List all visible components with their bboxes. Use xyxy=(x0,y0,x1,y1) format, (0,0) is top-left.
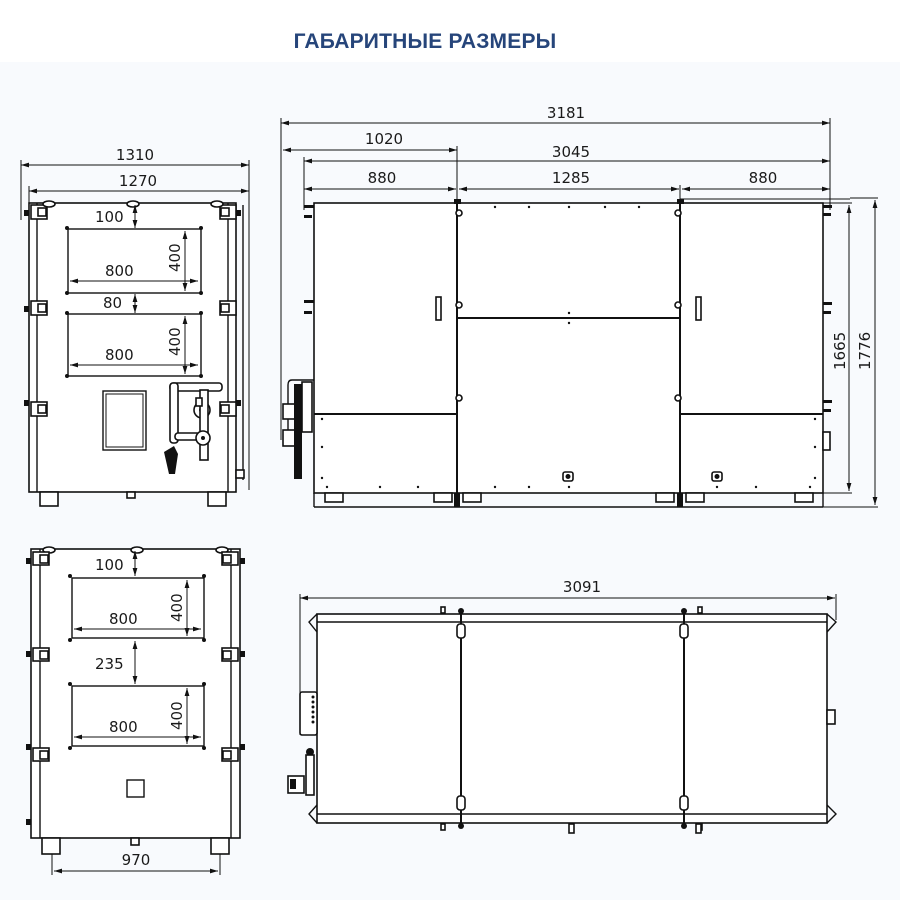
dim-rear-opening1-height: 400 xyxy=(168,593,186,622)
dim-side-section1: 880 xyxy=(368,169,397,187)
dim-front-overall-width: 1310 xyxy=(116,146,154,164)
dim-rear-feet-spacing: 970 xyxy=(122,851,151,869)
dim-side-left-to-joint: 1020 xyxy=(365,130,403,148)
dim-side-body-height: 1665 xyxy=(831,332,849,370)
hinge-icon xyxy=(24,204,241,417)
dim-side-overall-height: 1776 xyxy=(856,332,874,370)
dim-front-gap: 80 xyxy=(103,294,122,312)
dim-front-opening1-height: 400 xyxy=(166,243,184,272)
dim-rear-opening2-height: 400 xyxy=(168,701,186,730)
dim-front-body-width: 1270 xyxy=(119,172,157,190)
dim-rear-gap: 235 xyxy=(95,655,124,673)
port-square xyxy=(126,779,145,798)
dim-rear-top-offset: 100 xyxy=(95,556,124,574)
dim-side-overall-length: 3181 xyxy=(547,104,585,122)
hinge-icon xyxy=(456,608,689,829)
dim-top-overall-length: 3091 xyxy=(563,578,601,596)
hinge-icon xyxy=(26,551,245,825)
dim-rear-opening1-width: 800 xyxy=(109,610,138,628)
dim-side-section3: 880 xyxy=(749,169,778,187)
control-panel-icon xyxy=(299,691,318,736)
door-handle-icon xyxy=(435,296,442,321)
valve-assembly-icon xyxy=(287,748,315,796)
top-view: 3091 xyxy=(287,578,837,834)
dim-front-top-offset: 100 xyxy=(95,208,124,226)
control-panel-window xyxy=(102,390,147,451)
dim-front-opening2-width: 800 xyxy=(105,346,134,364)
door-handle-icon xyxy=(695,296,702,321)
header-band xyxy=(0,0,900,62)
side-view: 3181 1020 3045 880 1285 880 xyxy=(280,104,878,508)
hinge-icon xyxy=(455,209,682,402)
dim-side-section2: 1285 xyxy=(552,169,590,187)
dim-side-body-length: 3045 xyxy=(552,143,590,161)
dim-front-opening2-height: 400 xyxy=(166,327,184,356)
front-view: 1310 1270 100 xyxy=(20,146,250,507)
rear-view: 100 800 400 235 800 400 970 xyxy=(26,546,245,875)
valve-assembly-icon xyxy=(164,382,223,474)
dim-rear-opening2-width: 800 xyxy=(109,718,138,736)
valve-assembly-icon xyxy=(282,379,314,479)
dim-front-opening1-width: 800 xyxy=(105,262,134,280)
page-title: ГАБАРИТНЫЕ РАЗМЕРЫ xyxy=(293,30,557,53)
